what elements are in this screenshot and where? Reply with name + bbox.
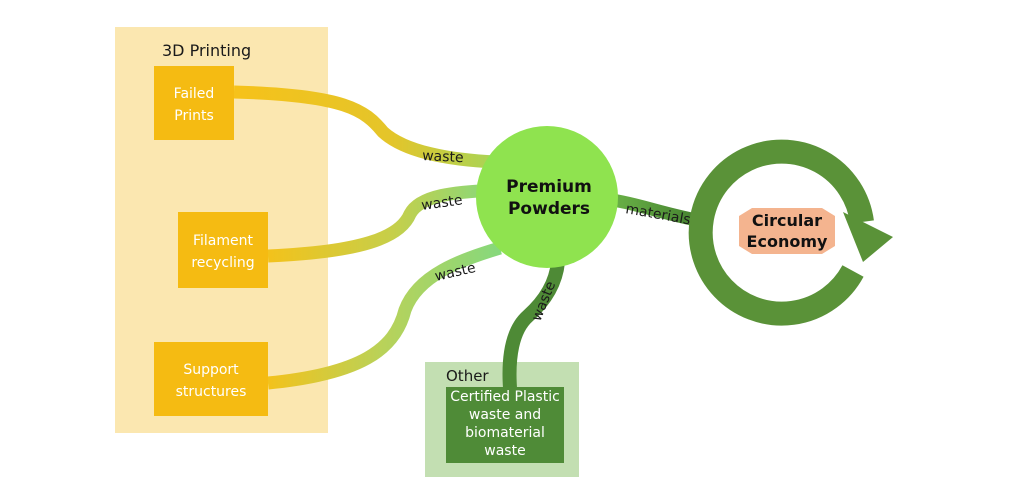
node-certified-waste-line3: biomaterial [465, 425, 545, 441]
edge-failed-prints-ribbon [233, 85, 497, 169]
node-circular-economy-line1: Circular [752, 211, 822, 230]
node-premium-powders-line2: Powders [508, 199, 590, 219]
node-certified-waste: Certified Plastic waste and biomaterial … [446, 387, 564, 463]
node-support-structures: Support structures [154, 342, 268, 416]
node-failed-prints: Failed Prints [154, 66, 234, 140]
cycle-arrow-icon [688, 139, 893, 326]
edge-label-filament-recycling: waste [420, 192, 463, 214]
group-other-title: Other [446, 367, 489, 385]
node-support-structures-line2: structures [176, 384, 247, 400]
edge-label-failed-prints: waste [422, 148, 464, 166]
edge-label-support-structures: waste [433, 260, 477, 285]
node-failed-prints-line1: Failed [174, 86, 215, 102]
node-support-structures-line1: Support [183, 362, 239, 378]
edge-filament-recycling-ribbon [267, 183, 496, 263]
node-premium-powders-line1: Premium [506, 177, 592, 197]
node-filament-recycling-line2: recycling [191, 255, 254, 271]
node-failed-prints-line2: Prints [174, 108, 214, 124]
node-premium-powders: Premium Powders [476, 126, 618, 268]
node-filament-recycling: Filament recycling [178, 212, 268, 288]
edge-certified-waste-ribbon [502, 261, 565, 389]
node-circular-economy-line2: Economy [747, 232, 828, 251]
node-filament-recycling-line1: Filament [193, 233, 254, 249]
edge-support-structures-ribbon [267, 241, 502, 390]
group-3d-printing-title: 3D Printing [162, 41, 251, 60]
node-certified-waste-line4: waste [484, 443, 525, 459]
node-circular-economy: Circular Economy [739, 208, 835, 254]
node-certified-waste-line2: waste and [469, 407, 541, 423]
node-certified-waste-line1: Certified Plastic [450, 389, 560, 405]
